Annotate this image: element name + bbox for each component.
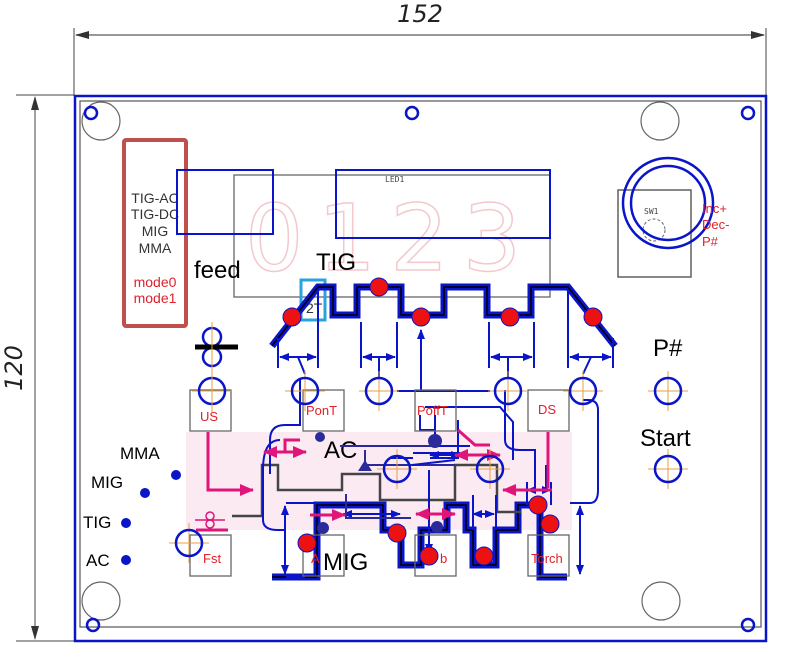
red-led-dot xyxy=(387,523,407,543)
indicator-label-mig: MIG xyxy=(91,473,123,492)
pin-2t-marker xyxy=(299,278,327,322)
feed-label: feed xyxy=(194,257,241,284)
indicator-led-tig xyxy=(121,518,131,528)
red-led-dot xyxy=(583,307,603,327)
button-ds[interactable] xyxy=(527,389,570,432)
button-label: A xyxy=(311,551,320,566)
encoder-function: Dec- xyxy=(702,217,729,232)
led-hole-circle xyxy=(653,376,683,406)
led-display: 0123 LED1 xyxy=(176,169,551,298)
button-pofft[interactable] xyxy=(414,389,457,432)
encoder-function: Inc+ xyxy=(702,201,727,216)
led-hole-circle xyxy=(653,454,683,484)
encoder-function: P# xyxy=(702,234,719,249)
led-hole-circle xyxy=(382,454,412,484)
mig-label: MIG xyxy=(323,549,368,576)
start-label: Start xyxy=(640,425,691,452)
width-dimension: 152 xyxy=(73,0,767,96)
junction-dot xyxy=(431,521,443,533)
mode-label: TIG-DC xyxy=(131,206,179,222)
button-label: PoffT xyxy=(417,403,448,418)
button-a[interactable] xyxy=(302,534,345,577)
indicator-label-tig: TIG xyxy=(83,513,111,532)
led-hole-circle xyxy=(493,376,523,406)
led-hole xyxy=(648,449,688,489)
indicator-leds: MMA MIG TIG AC xyxy=(83,444,181,570)
mode-pin-label: mode0 xyxy=(134,274,177,290)
mode-label: MIG xyxy=(142,223,168,239)
junction-dot xyxy=(315,432,325,442)
encoder-sw1: SW1 Inc+ Dec- P# xyxy=(617,156,729,278)
button-label: DS xyxy=(538,402,556,417)
red-led-dot xyxy=(500,307,520,327)
junction-dot xyxy=(428,434,442,448)
fst-glyph xyxy=(195,511,225,529)
feed-glyph xyxy=(195,322,238,412)
button-torch[interactable] xyxy=(527,534,570,577)
led-hole xyxy=(488,371,528,411)
junction-dot xyxy=(317,522,329,534)
red-led-dot xyxy=(411,307,431,327)
red-led-dot xyxy=(419,546,439,566)
board-outline-outer xyxy=(73,94,768,643)
mode-label: TIG-AC xyxy=(131,190,178,206)
button-pont[interactable] xyxy=(302,389,345,432)
mode-pin-label: mode1 xyxy=(134,290,177,306)
magenta-arrows xyxy=(196,428,552,532)
program-label: P# xyxy=(653,335,683,362)
led-hole xyxy=(563,371,603,411)
led-hole xyxy=(169,523,209,563)
display-designator: LED1 xyxy=(385,175,404,184)
button-label: PonT xyxy=(306,403,337,418)
led-hole xyxy=(285,371,325,411)
button-label: US xyxy=(200,409,218,424)
red-led-dot xyxy=(297,533,317,553)
width-dimension-label: 152 xyxy=(397,0,443,28)
ac-label: AC xyxy=(324,437,357,464)
led-hole-circle xyxy=(364,376,394,406)
mode-label: MMA xyxy=(139,240,172,256)
led-hole xyxy=(470,449,510,489)
led-hole xyxy=(377,449,417,489)
led-hole-circle xyxy=(475,454,505,484)
indicator-led-mig xyxy=(140,488,150,498)
led-hole-circle xyxy=(174,528,204,558)
led-hole-circle xyxy=(568,376,598,406)
red-led-dot xyxy=(282,307,302,327)
ac-arrow-head xyxy=(358,460,372,471)
mounting-holes xyxy=(81,101,756,633)
indicator-led-mma xyxy=(171,470,181,480)
height-dimension-label: 120 xyxy=(0,345,28,391)
button-b[interactable] xyxy=(414,534,457,577)
button-label: b xyxy=(440,551,447,566)
indicator-led-ac xyxy=(121,555,131,565)
led-hole-circle xyxy=(290,376,320,406)
indicator-label-ac: AC xyxy=(86,551,110,570)
red-led-dot xyxy=(474,546,494,566)
encoder-designator: SW1 xyxy=(644,207,659,216)
waveform-leds xyxy=(282,277,603,566)
button-us[interactable] xyxy=(189,389,232,432)
button-label: Torch xyxy=(531,551,563,566)
encoder-knob-outer[interactable] xyxy=(621,156,715,250)
button-label: Fst xyxy=(203,551,221,566)
indicator-label-mma: MMA xyxy=(120,444,160,463)
red-led-dot xyxy=(528,495,548,515)
height-dimension: 120 xyxy=(0,94,74,642)
red-led-dot xyxy=(540,514,560,534)
led-hole xyxy=(359,371,399,411)
buttons: US PonT PoffT DS Fst A b Torch xyxy=(189,389,570,577)
board-outline-inner xyxy=(79,100,762,628)
led-hole xyxy=(648,371,688,411)
tig-label: TIG xyxy=(316,249,356,276)
encoder-knob-inner[interactable] xyxy=(629,164,707,242)
tig-time-dimensions xyxy=(277,290,614,392)
red-led-dot xyxy=(369,277,389,297)
